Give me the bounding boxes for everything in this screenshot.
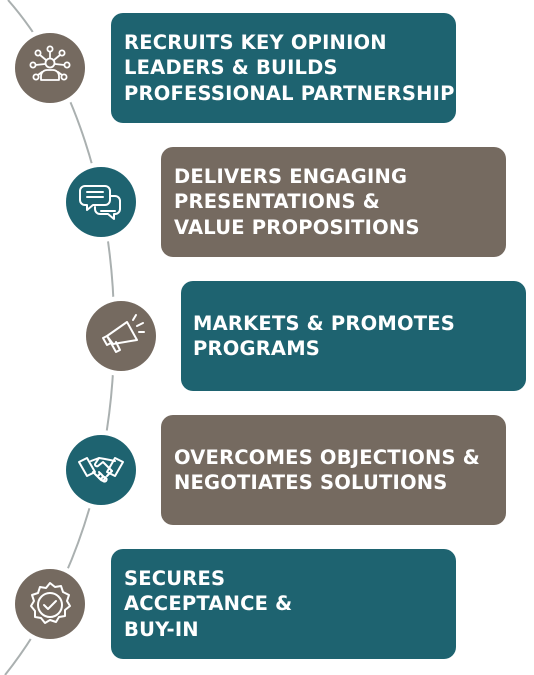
step-1-line-2: LEADERS & BUILDS [124,56,338,80]
step-5-line-1: SECURES [124,566,226,590]
checkmark-badge-icon [30,582,71,624]
network-person-icon [29,45,71,81]
step-3-card: MARKETS & PROMOTES PROGRAMS [181,281,526,391]
step-1-icon-badge [10,28,90,108]
megaphone-icon [102,314,145,353]
step-3-line-1: MARKETS & PROMOTES [193,311,456,335]
step-1-line-1: RECRUITS KEY OPINION [124,30,387,54]
step-4-icon-badge [61,430,141,510]
step-5-card: SECURES ACCEPTANCE & BUY-IN [111,549,456,659]
step-2-line-3: VALUE PROPOSITIONS [174,215,420,239]
step-2-line-2: PRESENTATIONS & [174,190,380,214]
speech-bubbles-icon [79,185,121,220]
step-1-line-3: PROFESSIONAL PARTNERSHIPS [124,81,469,105]
step-1-card: RECRUITS KEY OPINION LEADERS & BUILDS PR… [111,13,469,123]
step-5-line-2: ACCEPTANCE & [124,592,293,616]
step-4-line-1: OVERCOMES OBJECTIONS & [174,445,480,469]
step-3-line-2: PROGRAMS [193,337,321,360]
step-5-icon-badge [10,564,90,644]
step-2-card: DELIVERS ENGAGING PRESENTATIONS & VALUE … [161,147,506,257]
step-3-icon-badge [81,296,161,376]
step-5-line-3: BUY-IN [124,617,199,641]
step-4-line-2: NEGOTIATES SOLUTIONS [174,471,448,494]
step-2-line-1: DELIVERS ENGAGING [174,164,408,188]
handshake-icon [78,457,124,483]
step-4-card: OVERCOMES OBJECTIONS & NEGOTIATES SOLUTI… [161,415,506,525]
step-2-icon-badge [61,162,141,242]
